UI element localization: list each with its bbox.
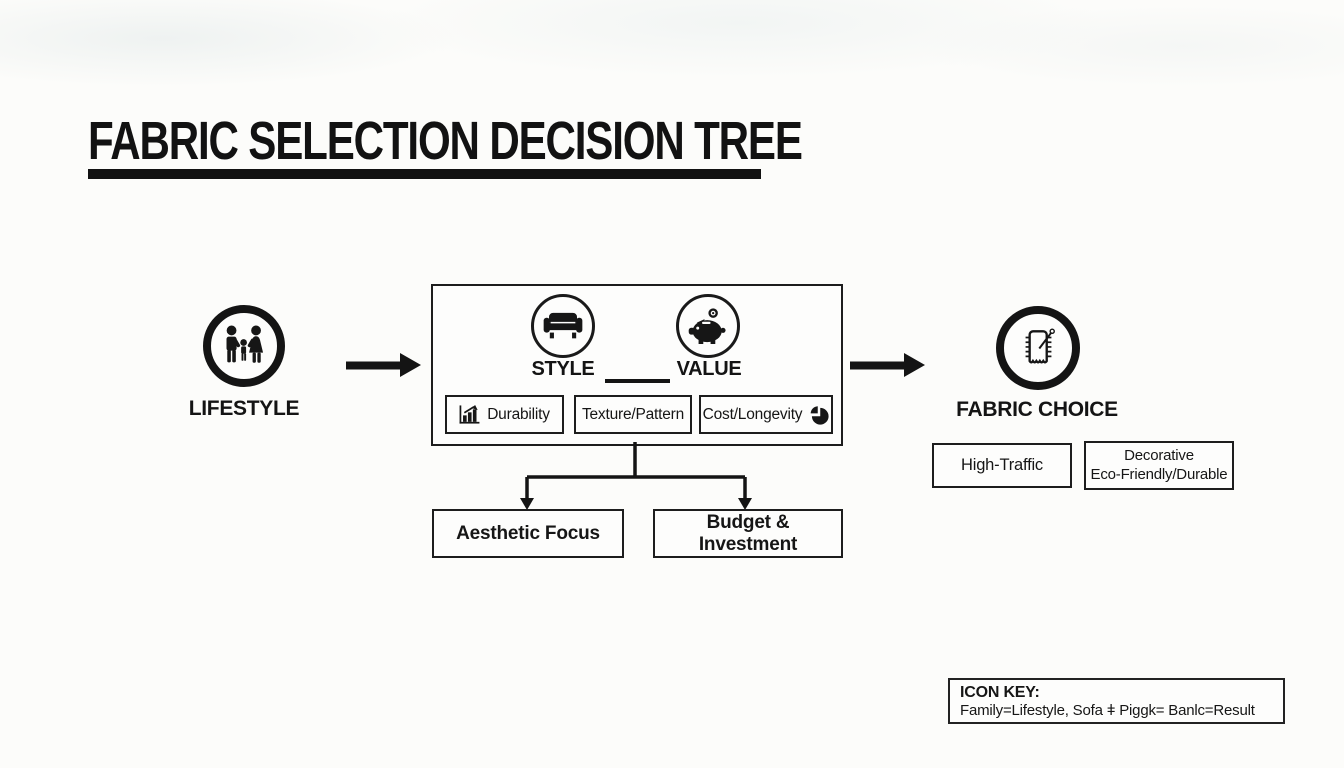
icon-key-heading: ICON KEY: [960,683,1040,701]
piggy-bank-circle [676,294,740,358]
family-icon [219,325,269,367]
criterion-label: Texture/Pattern [581,405,685,423]
criterion-label: Durability [487,405,550,423]
branch-budget-investment: Budget & Investment [653,509,843,558]
title-underline [88,169,761,179]
fabric-choice-label: FABRIC CHOICE [956,398,1118,421]
branch-connector [420,442,860,510]
arrow-right-icon [346,351,422,379]
criterion-texture-pattern: Texture/Pattern [574,395,692,434]
lifestyle-label: LIFESTYLE [188,397,300,420]
arrow-right-icon [850,351,926,379]
branch-aesthetic-focus: Aesthetic Focus [432,509,624,558]
value-label: VALUE [676,358,742,380]
branch-label: Aesthetic Focus [456,522,600,544]
icon-key-body: Family=Lifestyle, Sofa ǂ Piggk= Banlc=Re… [960,701,1255,719]
icon-key-box: ICON KEY: Family=Lifestyle, Sofa ǂ Piggk… [948,678,1285,724]
sofa-icon [543,312,583,340]
option-decorative-eco: Decorative Eco-Friendly/Durable [1084,441,1234,490]
lifestyle-circle [203,305,285,387]
style-value-box: STYLE VALUE Durability [431,284,843,446]
option-label: High-Traffic [961,456,1043,475]
piggy-bank-icon [688,308,728,344]
criterion-durability: Durability [445,395,564,434]
option-high-traffic: High-Traffic [932,443,1072,488]
criterion-cost-longevity: Cost/Longevity [699,395,833,434]
option-label-line1: Decorative [1124,446,1194,464]
bar-chart-icon [459,405,480,424]
criterion-label: Cost/Longevity [702,405,803,423]
page-title: FABRIC SELECTION DECISION TREE [88,111,803,171]
branch-label: Budget & Investment [698,511,798,555]
style-label: STYLE [531,358,595,380]
fabric-choice-circle [996,306,1080,390]
pie-chart-icon [809,405,829,425]
style-circle [531,294,595,358]
fabric-swatch-icon [1015,324,1062,373]
option-label-line2: Eco-Friendly/Durable [1090,465,1228,483]
style-value-separator [605,379,670,383]
